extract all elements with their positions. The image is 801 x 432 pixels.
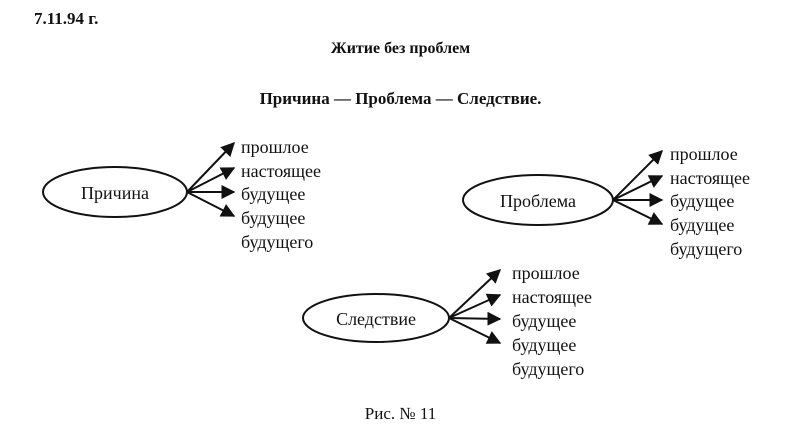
branch-label: будущего bbox=[670, 239, 742, 259]
branch-arrow bbox=[612, 199, 664, 225]
branch-label: будущее bbox=[512, 335, 576, 355]
branch-label: будущее bbox=[512, 311, 576, 331]
branch-label: будущего bbox=[241, 232, 313, 252]
node-cause: Причина прошлое настоящее будущее будуще… bbox=[42, 137, 321, 252]
branch-label: настоящее bbox=[512, 287, 592, 307]
branch-label: будущее bbox=[670, 191, 734, 211]
branch-label: будущее bbox=[670, 215, 734, 235]
node-label: Следствие bbox=[336, 309, 416, 329]
branch-label: прошлое bbox=[670, 144, 738, 164]
branch-arrow bbox=[448, 317, 502, 344]
branch-arrow bbox=[612, 150, 663, 201]
branch-label: прошлое bbox=[241, 137, 309, 157]
branch-label: будущее bbox=[241, 184, 305, 204]
branch-label: будущего bbox=[512, 359, 584, 379]
branch-arrow bbox=[448, 311, 502, 326]
page-title: Житие без проблем bbox=[330, 40, 471, 57]
page-date: 7.11.94 г. bbox=[34, 9, 99, 28]
node-consequence: Следствие прошлое настоящее будущее буду… bbox=[302, 263, 592, 379]
figure-caption: Рис. № 11 bbox=[364, 404, 437, 423]
branch-label: будущее bbox=[241, 208, 305, 228]
node-label: Проблема bbox=[500, 191, 576, 211]
branch-arrow bbox=[448, 269, 502, 319]
branch-label: прошлое bbox=[512, 263, 580, 283]
branch-label: настоящее bbox=[241, 161, 321, 181]
page-subtitle: Причина — Проблема — Следствие. bbox=[259, 89, 542, 108]
branch-arrow bbox=[612, 175, 664, 201]
node-problem: Проблема прошлое настоящее будущее будущ… bbox=[462, 144, 750, 259]
branch-arrow bbox=[186, 141, 235, 193]
branch-arrow bbox=[448, 293, 502, 319]
node-label: Причина bbox=[81, 183, 149, 203]
branch-arrow bbox=[186, 191, 236, 217]
branch-arrow bbox=[186, 167, 236, 193]
branch-label: настоящее bbox=[670, 168, 750, 188]
